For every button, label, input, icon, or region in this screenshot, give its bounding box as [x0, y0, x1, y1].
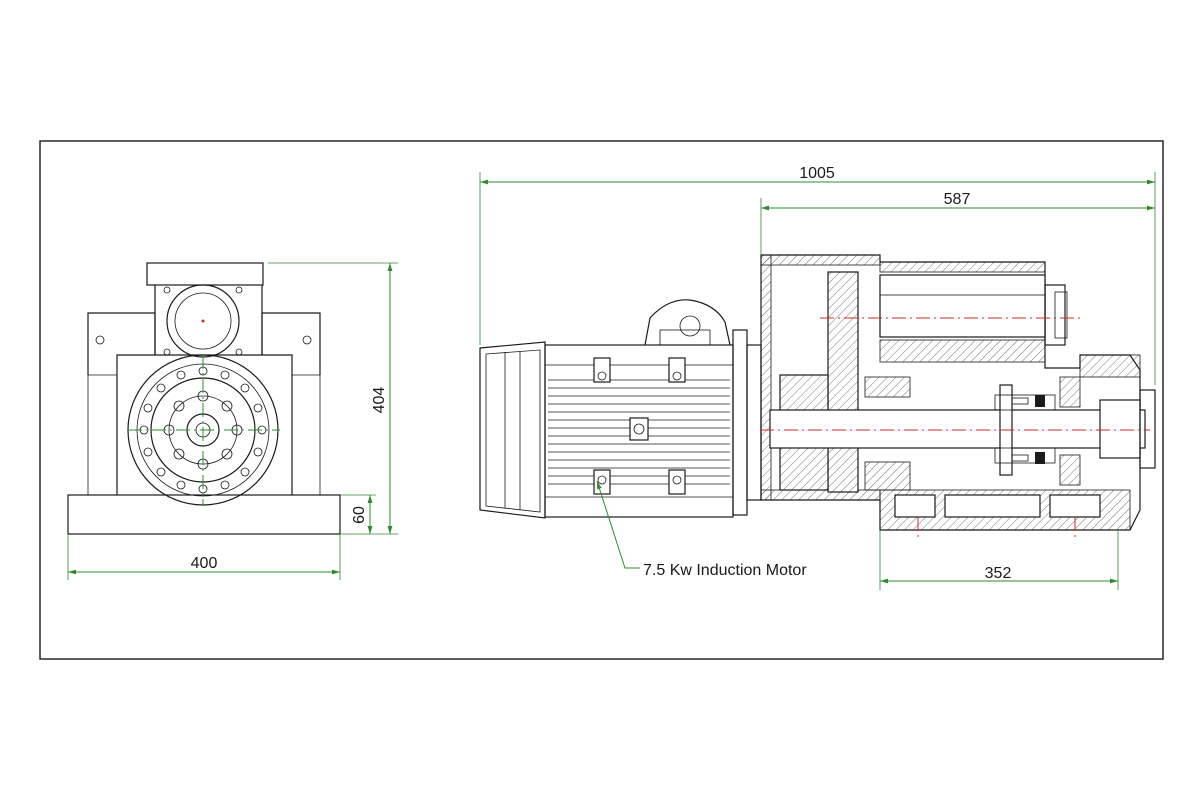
- front-body: [116, 354, 293, 495]
- motor-fan-cover: [479, 341, 546, 519]
- front-view: [67, 262, 341, 535]
- upper-shaft-housing: [879, 274, 1046, 338]
- left-bracket: [87, 312, 156, 375]
- motor-label: 7.5 Kw Induction Motor: [643, 562, 807, 579]
- flange-bolts: [139, 366, 267, 494]
- terminal-box: [629, 417, 649, 441]
- side-view: [479, 254, 1156, 540]
- front-top-housing: [146, 262, 264, 286]
- dim-height-label: 404: [371, 387, 388, 414]
- dim-width-label: 400: [191, 555, 218, 572]
- front-base-plate: [67, 494, 341, 535]
- drawing-frame: [39, 140, 1164, 660]
- front-dimensions: [67, 262, 398, 580]
- motor-cooling-fins: [548, 379, 730, 485]
- dim-overall-length-label: 1005: [799, 165, 835, 182]
- side-dimensions: [479, 172, 1156, 590]
- inner-bolts: [163, 390, 243, 470]
- motor-flange: [732, 329, 748, 516]
- lifting-eye: [644, 299, 731, 346]
- dim-base-length-label: 352: [985, 565, 1012, 582]
- right-bracket: [261, 312, 321, 375]
- motor-leader-line: [596, 480, 640, 569]
- dim-gearbox-length-label: 587: [944, 191, 971, 208]
- main-spindle: [769, 409, 1146, 449]
- dim-base-height-label: 60: [351, 506, 368, 524]
